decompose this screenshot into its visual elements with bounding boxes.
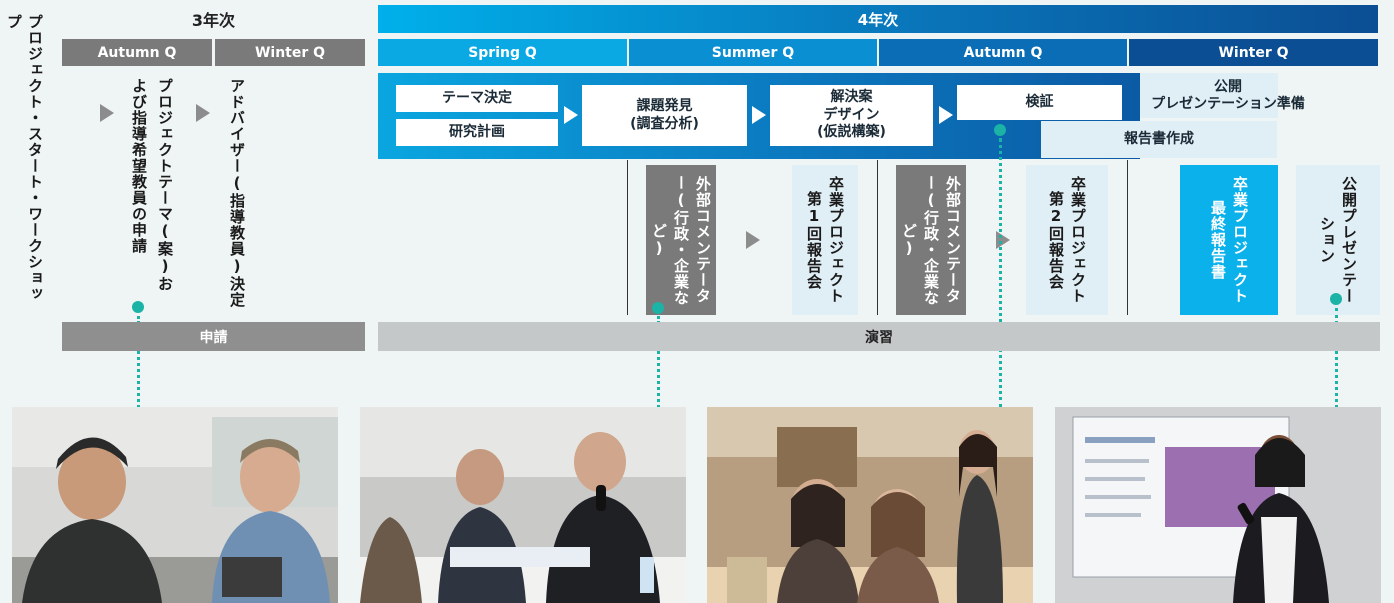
arrow-right-icon — [746, 231, 760, 249]
connector-dotted — [999, 138, 1002, 408]
practice-bar: 演習 — [378, 322, 1380, 351]
divider-line — [627, 160, 628, 315]
verification-box: 検証 — [957, 85, 1122, 120]
year4-spring-q: Spring Q — [378, 39, 627, 66]
arrow-right-icon — [196, 104, 210, 122]
timeline-dot — [1330, 293, 1342, 305]
public-presentation: 公開プレゼンテーション — [1296, 165, 1380, 315]
year4-label: 4年次 — [378, 5, 1378, 33]
photo-students — [707, 407, 1033, 603]
arrow-right-icon — [564, 106, 578, 124]
photo-discussion — [12, 407, 338, 603]
external-commentator-2-label: 外部コメンテーター(行政・企業など) — [900, 174, 962, 306]
connector-dotted — [657, 316, 660, 408]
photo-panel — [360, 407, 686, 603]
divider-line — [1127, 160, 1128, 315]
year4-winter-q: Winter Q — [1129, 39, 1378, 66]
year4-summer-q: Summer Q — [629, 39, 877, 66]
report-meeting-2-label: 卒業プロジェクト第2回報告会 — [1047, 176, 1087, 304]
external-commentator-1: 外部コメンテーター(行政・企業など) — [646, 165, 716, 315]
connector-dotted — [137, 316, 140, 408]
public-prep-area — [1140, 73, 1278, 118]
timeline-dot — [994, 124, 1006, 136]
connector-dotted — [1335, 308, 1338, 408]
report-writing-box: 報告書作成 — [1041, 121, 1277, 158]
final-report: 卒業プロジェクト最終報告書 — [1180, 165, 1278, 315]
solution-design-box: 解決案 デザイン (仮説構築) — [770, 85, 933, 146]
year4-autumn-q: Autumn Q — [879, 39, 1127, 66]
divider-line — [877, 160, 878, 315]
timeline-dot — [132, 301, 144, 313]
report-meeting-1: 卒業プロジェクト第1回報告会 — [792, 165, 858, 315]
step-theme-application: プロジェクトテーマ(案)および指導希望教員の申請 — [130, 78, 174, 292]
year3-winter-q: Winter Q — [215, 39, 365, 66]
apply-bar: 申請 — [62, 322, 365, 351]
timeline-dot — [652, 302, 664, 314]
final-report-label: 卒業プロジェクト最終報告書 — [1209, 176, 1249, 304]
photo-presentation — [1055, 407, 1381, 603]
public-prep-label: 公開 プレゼンテーション準備 — [1151, 78, 1305, 113]
report-meeting-2: 卒業プロジェクト第2回報告会 — [1026, 165, 1108, 315]
arrow-right-icon — [100, 104, 114, 122]
arrow-right-icon — [939, 106, 953, 124]
issue-discovery-box: 課題発見 (調査分析) — [582, 85, 747, 146]
report-meeting-1-label: 卒業プロジェクト第1回報告会 — [805, 176, 845, 304]
year3-autumn-q: Autumn Q — [62, 39, 212, 66]
workshop-label: プロジェクト・スタート・ワークショップ — [5, 14, 44, 302]
step-advisor-decision: アドバイザー(指導教員)決定 — [228, 78, 246, 308]
public-presentation-label: 公開プレゼンテーション — [1318, 176, 1358, 304]
theme-decision-box: テーマ決定 — [396, 85, 558, 112]
external-commentator-1-label: 外部コメンテーター(行政・企業など) — [650, 174, 712, 306]
arrow-right-icon — [752, 106, 766, 124]
external-commentator-2: 外部コメンテーター(行政・企業など) — [896, 165, 966, 315]
year3-label: 3年次 — [191, 11, 236, 30]
research-plan-box: 研究計画 — [396, 119, 558, 146]
